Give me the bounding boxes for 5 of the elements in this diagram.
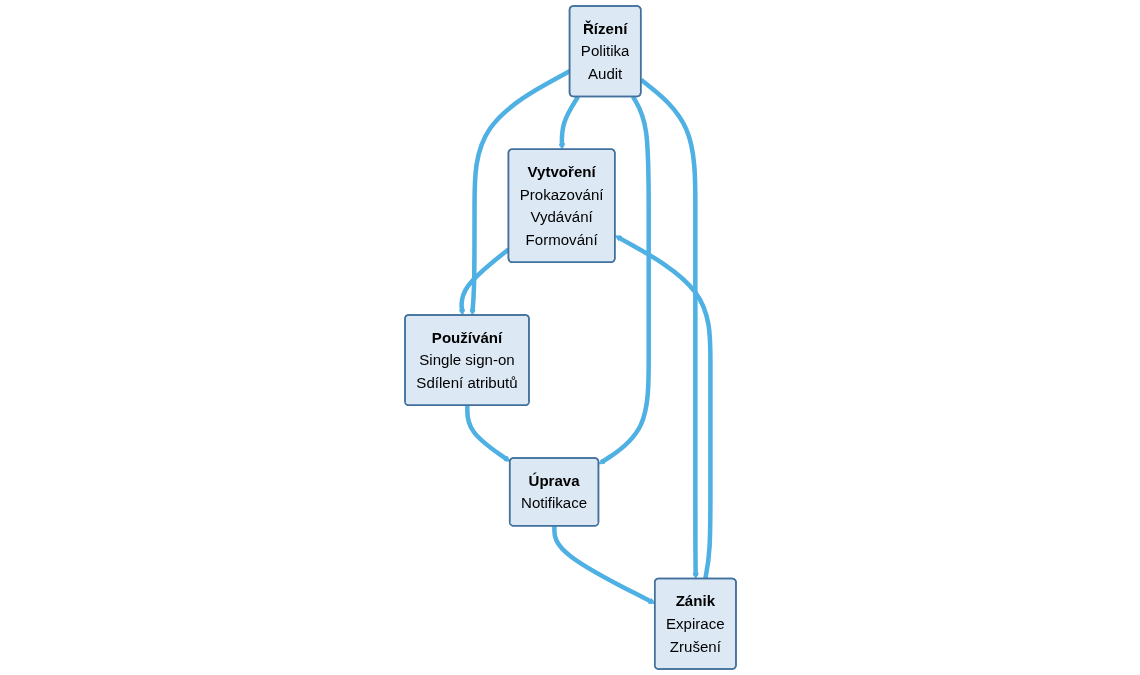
arrow	[598, 95, 651, 465]
arrow	[614, 235, 713, 580]
arrow	[551, 526, 655, 605]
arrow	[558, 95, 580, 150]
arrow	[464, 405, 510, 462]
